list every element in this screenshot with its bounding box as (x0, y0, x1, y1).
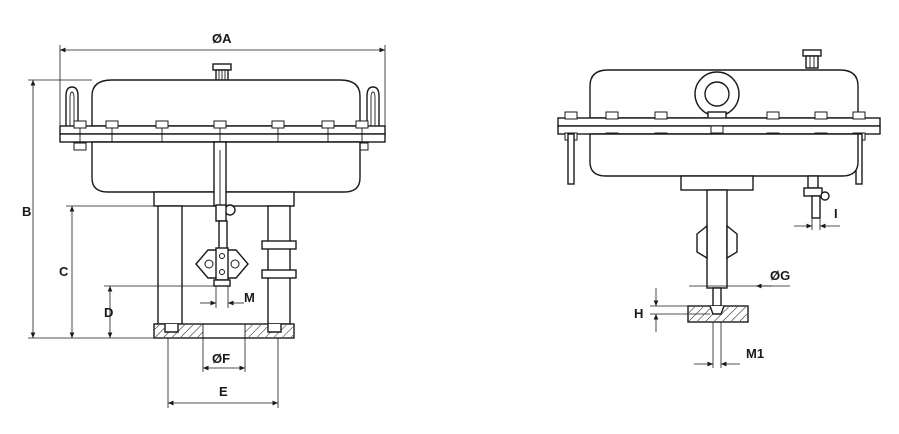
label-m1: M1 (746, 346, 764, 361)
dimension-d: D (104, 285, 214, 338)
dimension-b: B (22, 79, 154, 339)
side-top-fitting (802, 49, 822, 69)
label-i: I (834, 206, 838, 221)
dimension-e: E (167, 338, 279, 408)
side-lower-case (589, 133, 859, 177)
dimension-g: ØG (689, 268, 790, 289)
upper-case (91, 79, 361, 127)
label-diameter-g: ØG (770, 268, 790, 283)
valve-disc (687, 305, 749, 323)
label-h: H (634, 306, 643, 321)
dimension-m1: M1 (694, 322, 764, 368)
dimension-a: ØA (59, 31, 385, 53)
lifting-lugs (65, 86, 380, 126)
mounting-base (153, 323, 295, 339)
side-view: ØG I H M1 (557, 49, 881, 368)
dimension-f: ØF (202, 338, 246, 372)
dimension-c: C (59, 205, 154, 338)
dimension-h: H (634, 288, 710, 332)
label-diameter-f: ØF (212, 351, 230, 366)
top-fitting (212, 63, 232, 83)
label-e: E (219, 384, 228, 399)
front-view: ØA B C D M (22, 31, 386, 408)
eyebolt (694, 71, 740, 123)
dimension-i: I (794, 206, 840, 230)
label-d: D (104, 305, 113, 320)
air-fitting (803, 175, 830, 219)
label-m: M (244, 290, 255, 305)
label-c: C (59, 264, 69, 279)
label-diameter-a: ØA (212, 31, 232, 46)
yoke-columns (157, 205, 297, 325)
side-stem (706, 189, 728, 289)
label-b: B (22, 204, 31, 219)
stem-coupling (195, 247, 249, 287)
dimension-m: M (200, 286, 255, 308)
